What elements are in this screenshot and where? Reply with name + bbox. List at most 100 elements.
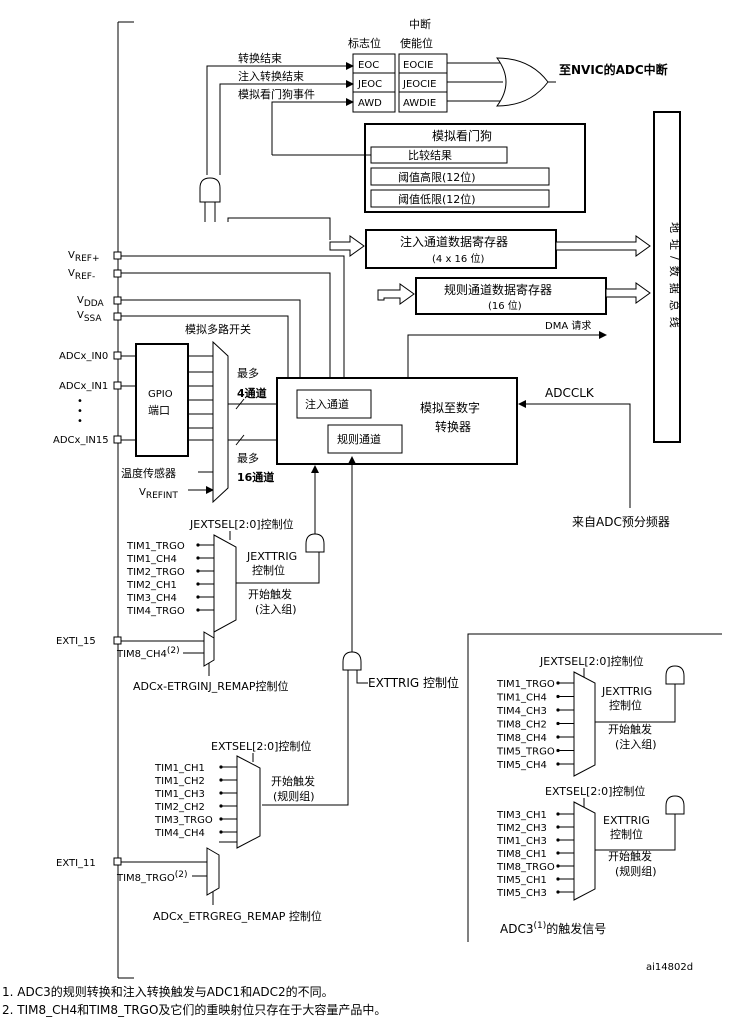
trigger-source-label: TIM5_CH1: [496, 875, 547, 886]
trigger-source-label: TIM8_CH1: [496, 849, 547, 860]
interrupt-section: 标志位 中断 使能位 EOC JEOC AWD EOCIE JEOCIE AWD…: [206, 17, 668, 175]
temp-label: 温度传感器: [121, 466, 176, 480]
vssa-sub: SSA: [84, 314, 103, 324]
trigger-source-label: TIM1_CH2: [154, 776, 205, 787]
trigger-source-label: TIM1_TRGO: [496, 679, 555, 690]
prescaler-label: 来自ADC预分频器: [572, 515, 670, 529]
trigger-source-label: TIM2_CH2: [154, 802, 205, 813]
footnote-1: 1. ADC3的规则转换和注入转换触发与ADC1和ADC2的不同。: [2, 985, 334, 999]
reg-remap-label: ADCx_ETRGREG_REMAP 控制位: [153, 909, 322, 923]
reg-and-gate-icon: [342, 651, 362, 671]
mux-label: 模拟多路开关: [185, 322, 251, 336]
tim8trgo-label: TIM8_TRGO: [116, 873, 175, 884]
vrefm-sub: REF-: [75, 272, 95, 282]
high-threshold-label: 阈值高限(12位): [398, 170, 476, 184]
injected-trigger: JEXTSEL[2:0]控制位 TIM1_TRGOTIM1_CH4TIM2_TR…: [56, 465, 325, 693]
svg-text:TIM8_TRGO(2): TIM8_TRGO(2): [116, 870, 187, 884]
reg-reg-sub: (16 位): [488, 299, 522, 312]
address-data-bus: 地址/数据总线: [653, 111, 682, 443]
jexttrig-1: JEXTTRIG: [246, 550, 297, 563]
jextsel-label: JEXTSEL[2:0]控制位: [189, 517, 294, 531]
inj-conv-end-label: 注入转换结束: [238, 69, 304, 83]
trigger-source-label: TIM4_CH3: [496, 706, 547, 717]
adc3-exttrig-2: 控制位: [610, 827, 643, 841]
enable-bit-label: 使能位: [400, 36, 433, 50]
gpio-block: [135, 343, 189, 457]
trigger-source-dot: [219, 804, 223, 808]
awd-title: 模拟看门狗: [432, 128, 492, 143]
trigger-source-dot: [196, 556, 200, 560]
adc3-caption-tail: 的触发信号: [546, 921, 606, 936]
trigger-source-dot: [196, 569, 200, 573]
adc3-trigger-panel: JEXTSEL[2:0]控制位 TIM1_TRGOTIM1_CH4TIM4_CH…: [467, 633, 722, 942]
trigger-source-dot: [196, 582, 200, 586]
vssa-v: V: [77, 310, 84, 321]
regular-trigger: EXTTRIG 控制位 EXTSEL[2:0]控制位 TIM1_CH1TIM1_…: [56, 456, 459, 923]
eocie-label: EOCIE: [403, 60, 433, 71]
trigger-source-dot: [556, 890, 560, 894]
adc3-reg-source-list: TIM3_CH1TIM2_CH3TIM1_CH3TIM8_CH1TIM8_TRG…: [496, 810, 574, 899]
analog-mux: [212, 340, 229, 504]
dots-1: •: [77, 396, 83, 407]
svg-text:VREF-: VREF-: [68, 268, 95, 282]
trigger-source-dot: [219, 791, 223, 795]
trigger-source-label: TIM2_CH3: [496, 823, 547, 834]
trigger-source-dot: [219, 765, 223, 769]
trigger-source-dot: [196, 543, 200, 547]
adc3-jexttrig-2: 控制位: [609, 698, 642, 712]
svg-text:•: •: [77, 416, 83, 427]
trigger-source-dot: [196, 595, 200, 599]
diagram-frame: [117, 21, 134, 979]
trigger-source-label: TIM8_TRGO: [496, 862, 555, 873]
inj-reg-label: 注入通道数据寄存器: [400, 234, 508, 249]
reference-pins: VREF+ VREF- VDDA VSSA: [68, 250, 345, 378]
trigger-source-dot: [556, 762, 560, 766]
in15-label: ADCx_IN15: [53, 435, 109, 446]
exttrig-label: EXTTRIG 控制位: [368, 675, 459, 690]
reg-trig-1: 开始触发: [271, 774, 315, 788]
vdda-sub: DDA: [84, 299, 105, 309]
tim8trgo-sup: (2): [175, 870, 188, 880]
adc3-reg-and-icon: [665, 795, 685, 815]
trigger-source-label: TIM5_TRGO: [496, 747, 555, 758]
trigger-source-label: TIM1_CH3: [496, 836, 547, 847]
jeocie-label: JEOCIE: [402, 79, 436, 90]
trigger-source-dot: [556, 694, 560, 699]
extsel-label: EXTSEL[2:0]控制位: [211, 739, 311, 753]
trigger-source-dot: [219, 830, 223, 834]
footnote-2: 2. TIM8_CH4和TIM8_TRGO及它们的重映射位只存在于大容量产品中。: [2, 1003, 387, 1017]
trigger-source-dot: [556, 838, 560, 842]
vdda-v: V: [77, 295, 84, 306]
adc3-caption: ADC3: [500, 922, 533, 936]
reg-reg-label: 规则通道数据寄存器: [444, 282, 552, 297]
data-registers: 注入通道数据寄存器 (4 x 16 位) 规则通道数据寄存器 (16 位) DM…: [329, 229, 651, 378]
inj-trig-1: 开始触发: [248, 587, 292, 601]
reg-mux: [236, 755, 261, 849]
vrefm-v: V: [68, 268, 75, 279]
adcclk-label: ADCCLK: [545, 386, 595, 400]
inj-remap-label: ADCx-ETRGINJ_REMAP控制位: [133, 679, 288, 693]
trigger-source-label: TIM1_CH4: [496, 693, 547, 704]
status-flag-label: 标志位: [348, 36, 381, 50]
adc3-inj-source-list: TIM1_TRGOTIM1_CH4TIM4_CH3TIM8_CH2TIM8_CH…: [496, 679, 574, 771]
analog-watchdog-block: 模拟看门狗 比较结果 阈值高限(12位) 阈值低限(12位): [272, 123, 586, 213]
trigger-source-label: TIM1_TRGO: [126, 541, 185, 552]
svg-text:VSSA: VSSA: [77, 310, 102, 324]
trigger-source-label: TIM5_CH3: [496, 888, 547, 899]
gpio-label-1: GPIO: [148, 389, 173, 400]
max-16-label: 16通道: [237, 470, 274, 484]
trigger-source-label: TIM1_CH1: [154, 763, 205, 774]
trigger-source-label: TIM5_CH4: [496, 760, 547, 771]
trigger-source-label: TIM2_TRGO: [126, 567, 185, 578]
awd-event-label: 模拟看门狗事件: [238, 87, 315, 101]
inj-and-gate-icon: [305, 533, 325, 553]
exti11-label: EXTI_11: [56, 858, 96, 869]
trigger-source-label: TIM4_CH4: [154, 828, 205, 839]
inj-channel-label: 注入通道: [305, 397, 349, 411]
adc3-inj-trig-2: (注入组): [615, 737, 657, 751]
adc-label-2: 转换器: [435, 419, 471, 434]
reg-channel-label: 规则通道: [337, 432, 381, 446]
inj-mux: [213, 534, 237, 633]
trigger-source-label: TIM8_CH2: [496, 720, 547, 731]
trigger-source-label: TIM3_CH4: [126, 593, 177, 604]
